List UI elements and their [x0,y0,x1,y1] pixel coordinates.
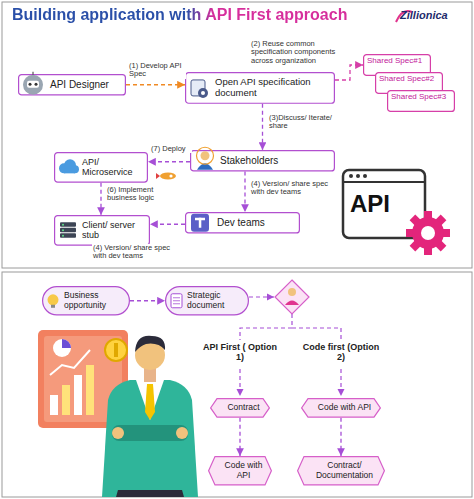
process-hexagon: Contract/ Documentation [297,456,385,486]
option-heading: Code first (Option 2) [299,343,383,363]
step-label: (2) Reuse common specification component… [250,40,348,65]
node-icon [191,80,208,98]
node-icon [48,294,59,308]
node-icon [171,294,182,308]
flow-arrow [130,300,165,301]
node-text: Contract/ Documentation [309,461,380,481]
step-label: (3)Discuss/ Iterate/ share [268,114,336,131]
node-icon [197,147,214,170]
flow-arrow [335,65,363,80]
node-text: Dev teams [217,217,295,229]
node-text: Stakeholders [220,155,330,167]
node-icon [191,214,209,232]
flow-arrow [262,104,263,150]
team-box: Dev teams [185,212,300,234]
step-label: (4) Version/ share spec with dev teams [250,180,332,197]
api-window-icon [343,170,425,238]
node-icon [23,72,43,95]
flow-arrow [244,172,245,213]
node-text: Client/ server stub [82,220,145,241]
step-label: (4) Version/ share spec with dev teams [92,244,182,261]
actor-box: API Designer [18,74,126,96]
flow-arrow [148,161,190,162]
flow-arrow [126,84,185,85]
node-text: Shared Spec#2 [379,74,438,83]
node-text: Shared Spec#3 [391,92,450,101]
node-text: Code with API [313,403,376,413]
option-heading: API First ( Option 1) [198,343,282,363]
node-outline [54,215,150,246]
process-hexagon: Contract [210,398,270,418]
spec-card: Shared Spec#3 [387,90,455,112]
node-text: Contract [222,403,265,413]
flow-arrow [340,418,341,456]
node-text: API Designer [50,79,121,91]
document-pill: Strategic document [165,286,249,316]
flow-arrow [239,418,240,456]
gear-icon [406,211,450,255]
page-title: Building application with API First appr… [12,6,347,24]
icon-text: API [350,191,400,217]
service-box: API/ Microservice [54,152,148,183]
node-text: Open API specification document [215,77,330,99]
node-text: Business opportunity [64,291,125,311]
decision-diamond [275,280,309,314]
step-label: (1) Develop API Spec [128,62,186,79]
flow-arrow [100,183,101,215]
node-icon [60,222,76,238]
stub-box: Client/ server stub [54,215,150,246]
process-hexagon: Code with API [301,398,381,418]
flow-arrow [150,224,185,225]
process-hexagon: Code with API [208,456,272,486]
document-box: Open API specification document [185,72,335,104]
start-pill: Business opportunity [42,286,130,316]
node-text: Strategic document [187,291,244,311]
node-icon [59,159,79,173]
rocket-icon [156,173,176,180]
step-label: (7) Deploy [150,145,192,153]
business-person [102,336,198,497]
step-label: (6) Implement business logic [106,186,178,203]
stakeholder-box: Stakeholders [190,150,335,172]
node-text: Shared Spec#1 [367,56,426,65]
node-text: Code with API [220,461,267,481]
node-text: API/ Microservice [82,157,143,178]
logo-text: Zillionica [400,9,466,21]
